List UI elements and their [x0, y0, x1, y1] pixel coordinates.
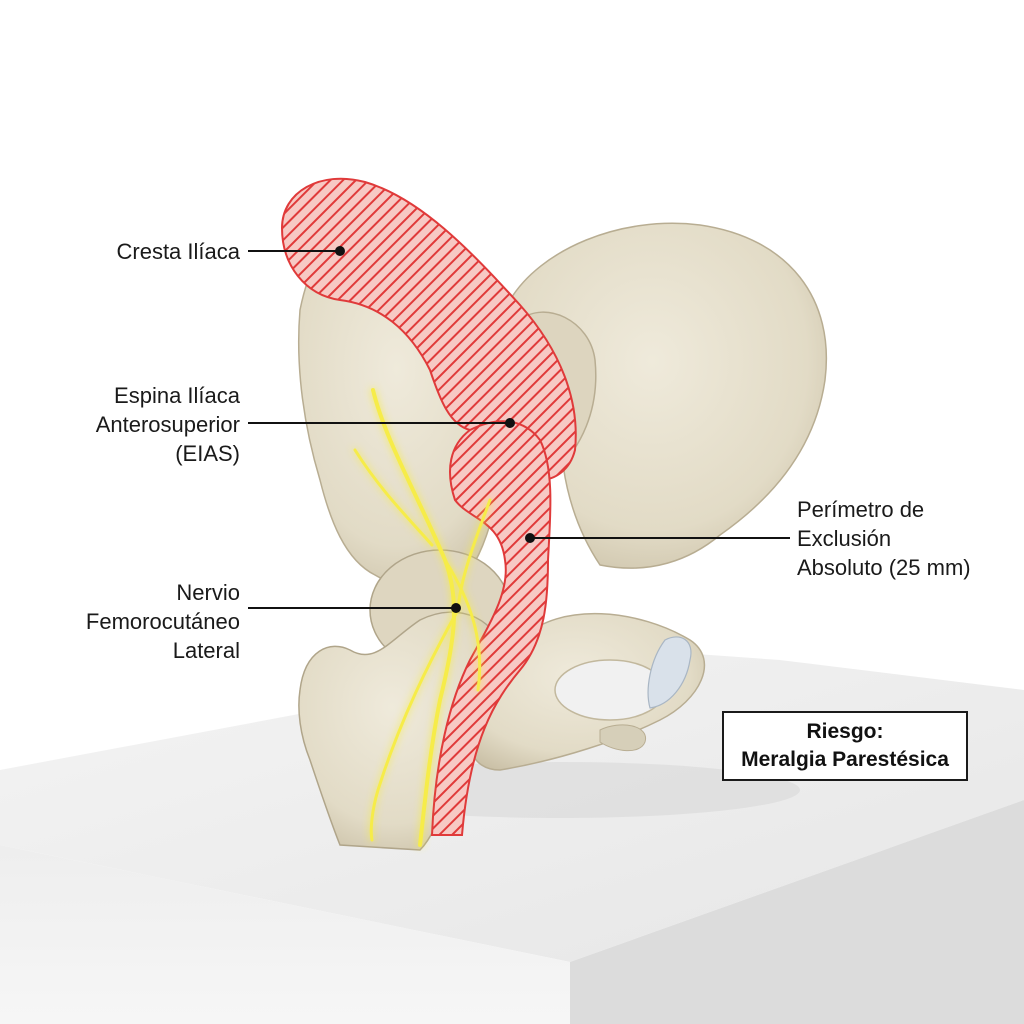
label-iliac-crest-text: Cresta Ilíaca: [116, 239, 241, 264]
label-asis-line-1: Espina Ilíaca: [114, 383, 240, 408]
label-asis-line-3: (EIAS): [175, 441, 240, 466]
leader-exclusion: [525, 533, 790, 543]
ischial-tuberosity: [599, 724, 646, 752]
leader-asis: [248, 418, 515, 428]
label-exclusion-line-2: Exclusión: [797, 526, 892, 551]
label-exclusion-line-1: Perímetro de: [797, 497, 925, 522]
exclusion-zone-iliac-crest: [280, 177, 577, 482]
label-asis: Espina Ilíaca Anterosuperior (EIAS): [40, 381, 240, 468]
pubic-symphysis: [647, 636, 692, 709]
exclusion-zone-lateral-band: [430, 420, 552, 836]
label-lfcn-line-2: Femorocutáneo: [85, 609, 240, 634]
risk-title: Riesgo:: [806, 720, 884, 743]
label-iliac-crest: Cresta Ilíaca: [60, 237, 241, 266]
label-exclusion-zone: Perímetro de Exclusión Absoluto (25 mm): [797, 495, 1012, 582]
label-lfcn-line-1: Nervio: [176, 580, 240, 605]
label-lfcn: Nervio Femorocutáneo Lateral: [40, 578, 240, 665]
risk-callout-box: Riesgo: Meralgia Parestésica: [722, 711, 968, 781]
label-lfcn-line-3: Lateral: [172, 638, 240, 663]
label-asis-line-2: Anterosuperior: [95, 412, 240, 437]
lateral-femoral-cutaneous-nerve: [353, 388, 492, 847]
risk-text: Meralgia Parestésica: [741, 748, 949, 771]
leader-crest: [248, 246, 345, 256]
leader-nerve: [248, 603, 461, 613]
label-exclusion-line-3: Absoluto (25 mm): [797, 555, 971, 580]
